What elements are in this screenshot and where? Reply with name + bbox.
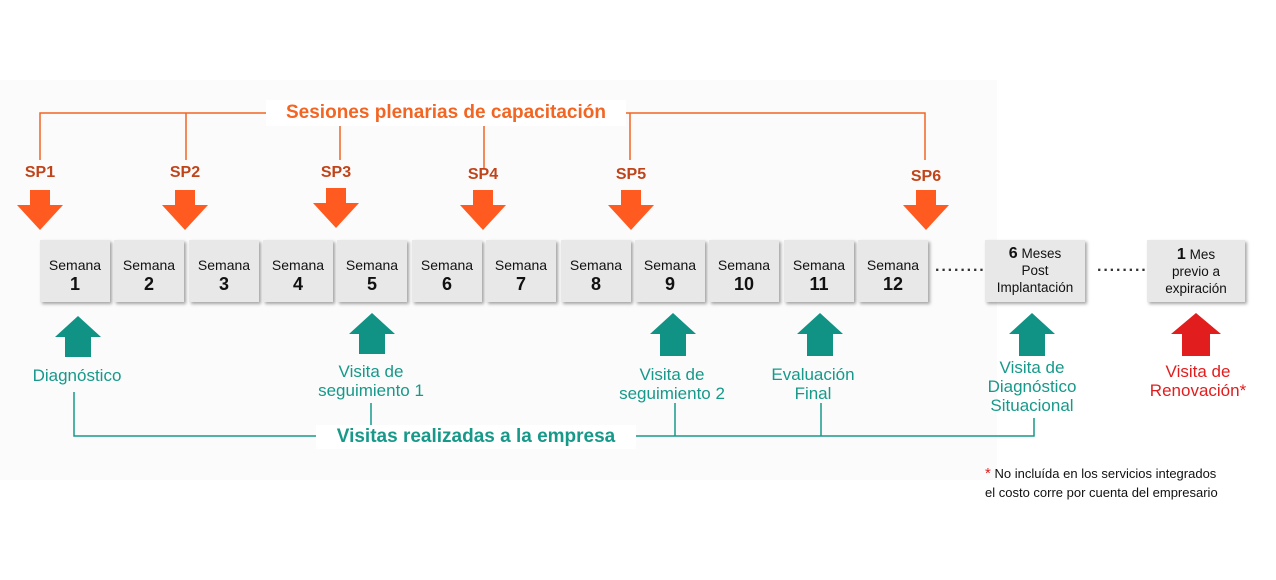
visit-label-line: Visita de: [1165, 362, 1231, 381]
post-implantation-box: 6 Meses Post Implantación: [985, 240, 1085, 302]
week-label: Semana: [717, 257, 771, 273]
arrow-up-icon: [650, 313, 696, 356]
week-number: 5: [366, 274, 377, 294]
footnote: * No incluída en los servicios integrado…: [985, 464, 1218, 502]
sp3-label: SP3: [320, 164, 352, 181]
week-number: 9: [664, 274, 675, 294]
arrow-down-icon: [460, 190, 506, 230]
visit-renovacion: Visita de Renovación*: [1136, 362, 1260, 400]
visit-label-line: seguimiento 1: [318, 381, 424, 400]
visit-seguimiento-2: Visita de seguimiento 2: [597, 365, 747, 403]
visit-label-line: Visita de: [639, 365, 705, 384]
week-number: 4: [292, 274, 303, 294]
week-number: 11: [809, 274, 829, 294]
week-number: 12: [882, 274, 904, 294]
visits-heading: Visitas realizadas a la empresa: [316, 425, 636, 449]
visit-seguimiento-1: Visita de seguimiento 1: [296, 362, 446, 400]
sessions-bracket-left: [39, 112, 266, 160]
week-label: Semana: [494, 257, 548, 273]
arrow-down-icon: [608, 190, 654, 230]
visits-bracket-right: [636, 418, 1035, 437]
week-number: 7: [515, 274, 526, 294]
arrow-down-icon: [903, 190, 949, 230]
arrow-up-icon: [1009, 313, 1055, 356]
visit-label-line: Final: [794, 384, 832, 403]
box-number: 1: [1176, 246, 1186, 263]
sessions-heading: Sesiones plenarias de capacitación: [266, 100, 626, 126]
sessions-bracket-right: [626, 112, 926, 160]
ellipsis-dots: ········: [935, 262, 986, 279]
visits-bracket-left: [73, 392, 316, 437]
week-number: 10: [733, 274, 755, 294]
visit-label-line: Visita de: [999, 358, 1065, 377]
week-number: 8: [590, 274, 601, 294]
arrow-up-icon: [1171, 313, 1221, 356]
sp1-label: SP1: [24, 164, 56, 181]
box-line: Post: [1021, 263, 1049, 278]
box-line: Meses: [1021, 246, 1062, 261]
week-label: Semana: [122, 257, 176, 273]
box-line: Implantación: [996, 280, 1074, 295]
visit-label-line: Diagnóstico: [32, 366, 122, 385]
box-number: 6: [1008, 245, 1018, 262]
arrow-down-icon: [17, 190, 63, 230]
box-line: expiración: [1165, 281, 1227, 296]
footnote-line: el costo corre por cuenta del empresario: [985, 485, 1218, 500]
footnote-line: No incluída en los servicios integrados: [994, 466, 1217, 481]
arrow-down-icon: [313, 188, 359, 228]
week-label: Semana: [48, 257, 102, 273]
arrow-down-icon: [162, 190, 208, 230]
visit-label-line: Evaluación: [771, 365, 855, 384]
week-number: 3: [218, 274, 229, 294]
week-label: Semana: [866, 257, 920, 273]
footnote-asterisk: *: [985, 465, 991, 482]
week-label: Semana: [345, 257, 399, 273]
sp4-label: SP4: [467, 166, 499, 183]
visit-label-line: Renovación*: [1149, 381, 1247, 400]
week-number: 1: [69, 274, 80, 294]
pre-expiration-box: 1 Mes previo a expiración: [1147, 240, 1245, 302]
arrow-up-icon: [797, 313, 843, 356]
box-line: Mes: [1189, 247, 1216, 262]
week-label: Semana: [271, 257, 325, 273]
week-number: 6: [441, 274, 452, 294]
arrow-up-icon: [55, 316, 101, 357]
sp2-label: SP2: [169, 164, 201, 181]
week-label: Semana: [643, 257, 697, 273]
visit-label-line: seguimiento 2: [619, 384, 725, 403]
visit-diagnostico-situacional: Visita de Diagnóstico Situacional: [972, 358, 1092, 415]
week-label: Semana: [197, 257, 251, 273]
ellipsis-dots: ········: [1097, 262, 1148, 279]
visit-label-line: Visita de: [338, 362, 404, 381]
week-number: 2: [143, 274, 154, 294]
visit-diagnostico: Diagnóstico: [14, 366, 140, 385]
week-label: Semana: [420, 257, 474, 273]
arrow-up-icon: [349, 313, 395, 354]
visit-evaluacion-final: Evaluación Final: [753, 365, 873, 403]
visit-label-line: Situacional: [990, 396, 1074, 415]
box-line: previo a: [1171, 264, 1221, 279]
visit-label-line: Diagnóstico: [987, 377, 1077, 396]
week-label: Semana: [569, 257, 623, 273]
sp6-label: SP6: [910, 168, 942, 185]
week-label: Semana: [792, 257, 846, 273]
sp5-label: SP5: [615, 166, 647, 183]
